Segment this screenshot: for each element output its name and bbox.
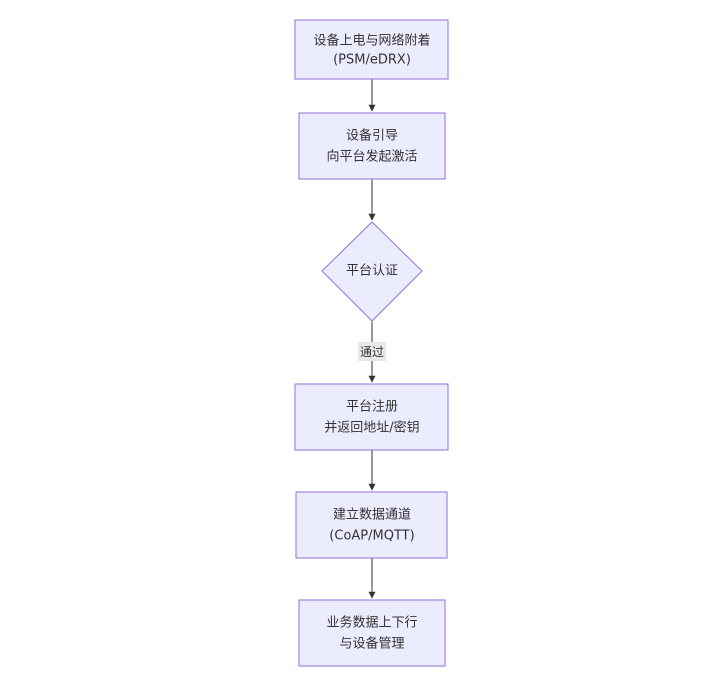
node-business-line1: 业务数据上下行 — [326, 615, 417, 631]
node-bootstrap: 设备引导 向平台发起激活 — [298, 112, 446, 180]
node-bootstrap-line2: 向平台发起激活 — [326, 149, 417, 165]
node-auth-decision: 平台认证 — [321, 221, 423, 322]
edge-label-pass-text: 通过 — [360, 345, 384, 359]
node-business-line2: 与设备管理 — [339, 636, 404, 652]
node-auth-line1: 平台认证 — [346, 264, 398, 279]
node-power-on-line2: (PSM/eDRX) — [333, 53, 411, 68]
node-register-line1: 平台注册 — [346, 400, 398, 415]
node-register: 平台注册 并返回地址/密钥 — [294, 383, 449, 451]
node-power-on-line1: 设备上电与网络附着 — [313, 33, 430, 49]
node-channel-line2: (CoAP/MQTT) — [329, 529, 414, 544]
edge-label-pass: 通过 — [358, 342, 386, 361]
node-bootstrap-line1: 设备引导 — [346, 128, 398, 144]
node-register-line2: 并返回地址/密钥 — [324, 420, 419, 436]
node-channel: 建立数据通道 (CoAP/MQTT) — [295, 491, 448, 559]
node-power-on: 设备上电与网络附着 (PSM/eDRX) — [294, 19, 449, 80]
node-channel-line1: 建立数据通道 — [333, 508, 411, 523]
node-business: 业务数据上下行 与设备管理 — [298, 599, 446, 667]
